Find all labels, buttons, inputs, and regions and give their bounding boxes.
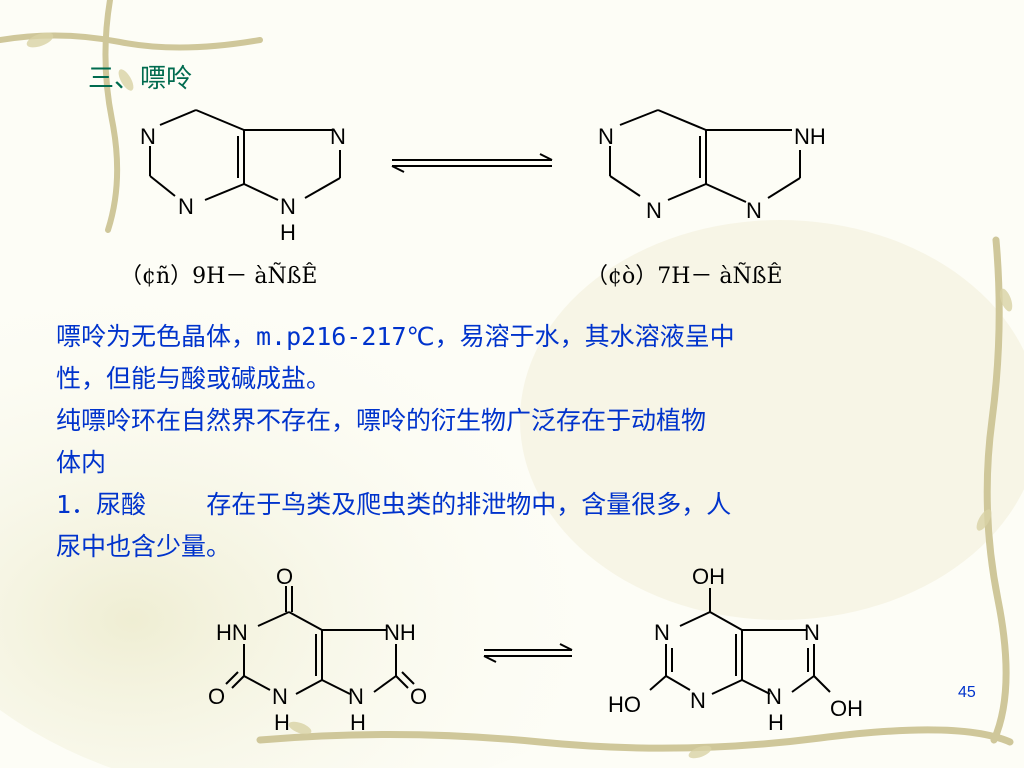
uric-acid-keto-h9: H — [350, 710, 366, 735]
uric-acid-enol-n1: N — [654, 620, 670, 645]
uric-acid-enol-oh6: OH — [692, 564, 725, 589]
purine-7h-atom-nh7: NH — [794, 124, 826, 149]
purine-tautomer-diagram: N N N N H N N NH N — [140, 109, 826, 245]
leaf-decorations — [26, 32, 1013, 759]
purine-9h-atom-n1: N — [140, 124, 156, 149]
purine-7h-atom-n9: N — [746, 198, 762, 223]
vine-frame-right — [983, 236, 1010, 744]
purine-9h-atom-n9: N — [280, 194, 296, 219]
uric-acid-keto-structure — [225, 586, 415, 695]
uric-acid-keto-nh7: NH — [384, 620, 416, 645]
purine-7h-atom-n3: N — [646, 198, 662, 223]
uric-acid-keto-n9: N — [348, 684, 364, 709]
equilibrium-arrows-bottom — [483, 643, 573, 663]
uric-acid-enol-n3: N — [690, 688, 706, 713]
uric-acid-keto-n3: N — [272, 684, 288, 709]
uric-acid-enol-ho2: HO — [608, 692, 641, 717]
uric-acid-keto-h3: H — [274, 710, 290, 735]
uric-acid-tautomer-diagram: O HN NH O N N O H H OH N N HO N N H OH — [208, 564, 863, 735]
paragraph-line: 嘌呤为无色晶体，m.p216-217℃，易溶于水，其水溶液呈中 — [56, 322, 735, 351]
uric-acid-keto-o6: O — [276, 564, 293, 589]
uric-acid-keto-hn1: HN — [216, 620, 248, 645]
purine-9h-atom-n3: N — [178, 194, 194, 219]
purine-9h-label: （¢ñ）9H－ àÑßÊ — [120, 264, 318, 289]
purine-7h-structure — [609, 109, 801, 203]
body-text: 嘌呤为无色晶体，m.p216-217℃，易溶于水，其水溶液呈中 性，但能与酸或碱… — [56, 316, 976, 568]
purine-7h-atom-n1: N — [598, 124, 614, 149]
purine-9h-structure — [149, 109, 341, 201]
uric-acid-enol-oh8: OH — [830, 696, 863, 721]
uric-acid-enol-structure — [649, 588, 831, 695]
uric-acid-keto-o8: O — [410, 684, 427, 709]
uric-acid-enol-h9: H — [768, 710, 784, 735]
paragraph-line: 体内 — [56, 448, 107, 477]
paragraph-line: 性，但能与酸或碱成盐。 — [56, 364, 332, 393]
purine-9h-atom-h9: H — [280, 220, 296, 245]
purine-9h-atom-n7: N — [330, 124, 346, 149]
paragraph-line: 1．尿酸 存在于鸟类及爬虫类的排泄物中，含量很多，人 — [56, 490, 732, 519]
paragraph-line: 尿中也含少量。 — [56, 532, 232, 561]
page-number: 45 — [958, 684, 976, 701]
uric-acid-enol-n9: N — [766, 684, 782, 709]
vine-frame-bottom — [256, 726, 1014, 752]
uric-acid-enol-n7: N — [804, 620, 820, 645]
uric-acid-keto-o2: O — [208, 684, 225, 709]
slide-title: 三、嘌呤 — [88, 64, 193, 94]
purine-7h-label: （¢ò）7H－ àÑßÊ — [586, 264, 783, 289]
equilibrium-arrows-top — [391, 153, 553, 173]
paragraph-line: 纯嘌呤环在自然界不存在，嘌呤的衍生物广泛存在于动植物 — [56, 406, 707, 435]
